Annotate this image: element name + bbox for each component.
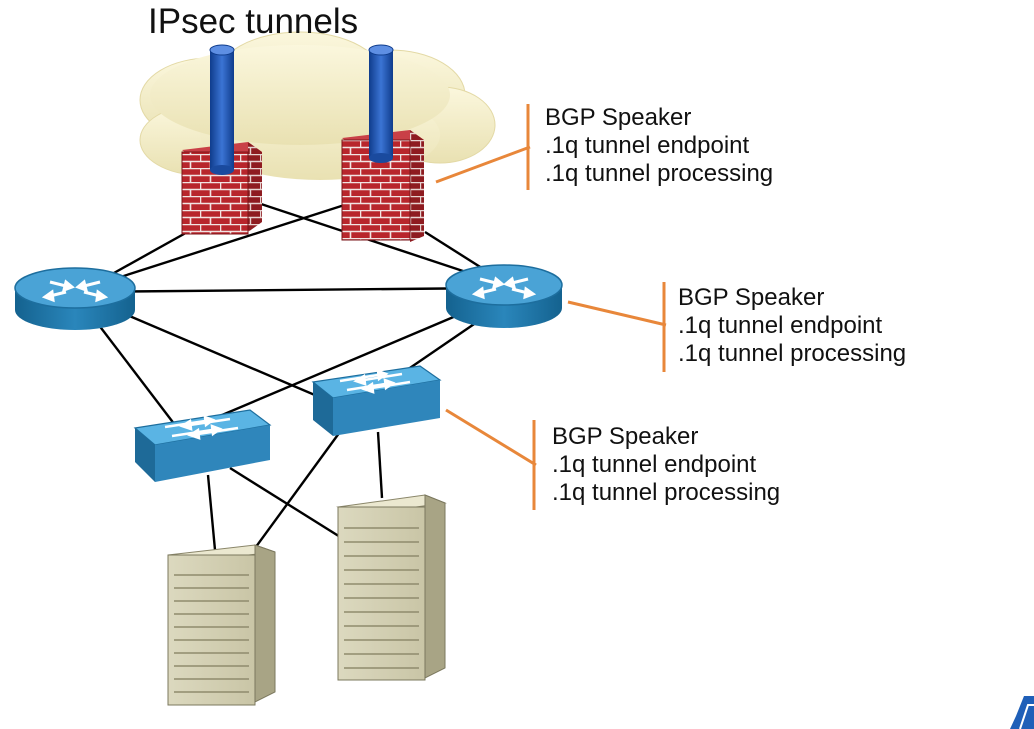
network-links <box>74 198 501 556</box>
callout-line: BGP Speaker <box>545 104 692 131</box>
switch-icon <box>133 409 272 482</box>
callout-switch: BGP Speaker .1q tunnel endpoint .1q tunn… <box>552 423 780 507</box>
link-switch-right-to-server-left <box>249 424 346 556</box>
callout-line: .1q tunnel processing <box>678 340 907 367</box>
link-router-left-to-firewall-right <box>104 198 361 284</box>
diagram-title: IPsec tunnels <box>148 2 359 41</box>
callout-leader-switch <box>445 408 537 510</box>
callout-leader-router <box>567 282 667 372</box>
callout-line: .1q tunnel endpoint <box>545 132 750 159</box>
link-router-left-to-switch-right <box>119 310 351 412</box>
link-router-right-to-firewall-right <box>424 230 486 272</box>
callout-line: BGP Speaker <box>552 423 699 450</box>
callout-line: .1q tunnel processing <box>545 160 774 187</box>
link-router-left-to-router-right <box>74 286 501 294</box>
switch-icon <box>311 365 442 436</box>
logo-mark-icon <box>1010 696 1034 729</box>
callout-leaders <box>435 104 667 510</box>
callout-line: .1q tunnel processing <box>552 479 781 506</box>
callout-leader-firewall <box>435 104 531 190</box>
link-switch-right-to-server-right <box>376 431 384 499</box>
callout-line: .1q tunnel endpoint <box>552 451 757 478</box>
router-icon <box>445 264 563 328</box>
link-router-left-to-switch-left <box>94 319 176 426</box>
callout-line: BGP Speaker <box>678 284 825 311</box>
server-icon <box>336 494 447 681</box>
callout-line: .1q tunnel endpoint <box>678 312 883 339</box>
link-switch-left-to-server-left <box>206 474 217 551</box>
callout-firewall: BGP Speaker .1q tunnel endpoint .1q tunn… <box>545 104 773 188</box>
tunnel-pipe-icon <box>368 44 394 163</box>
callout-router: BGP Speaker .1q tunnel endpoint .1q tunn… <box>678 284 906 368</box>
server-icon <box>167 544 276 706</box>
tunnel-pipe-icon <box>209 44 235 175</box>
router-icon <box>14 267 136 330</box>
link-router-right-to-switch-left <box>214 308 471 420</box>
